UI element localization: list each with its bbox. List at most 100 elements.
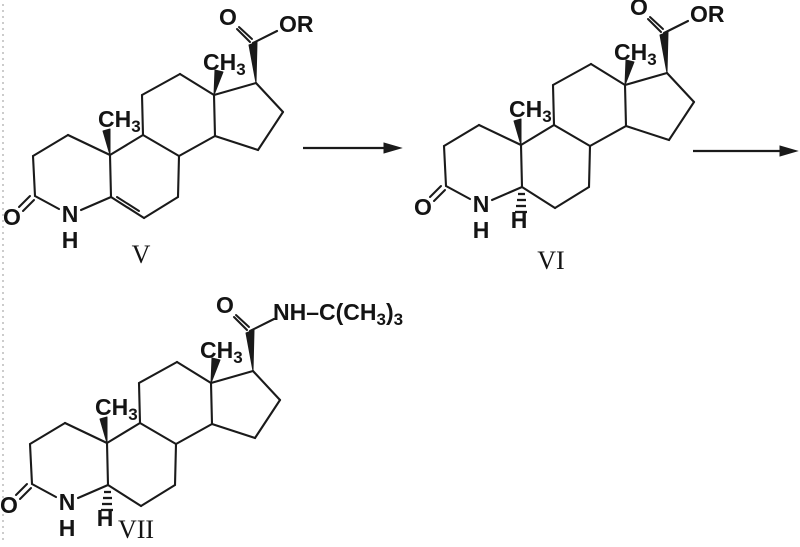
bond-line: [519, 123, 556, 147]
bond-line: [178, 72, 216, 97]
acyl-oxygen-label: O: [630, 0, 648, 20]
bond-line: [647, 18, 662, 33]
c13-methyl-label: CH3: [614, 39, 657, 69]
bond-line: [108, 133, 145, 157]
bond-line: [667, 100, 696, 142]
bond-line: [589, 62, 627, 87]
bond-line: [433, 189, 446, 202]
bond-line: [253, 398, 282, 440]
c13-methyl-label: CH3: [203, 49, 246, 79]
bond-line: [429, 185, 442, 198]
bond-line: [140, 72, 182, 97]
nh-hydrogen-label: H: [59, 515, 76, 541]
ring-nitrogen-label: N: [62, 201, 79, 227]
bond-line: [76, 483, 110, 500]
bond-line: [137, 381, 142, 425]
bond-line: [105, 441, 110, 487]
bond-line: [177, 134, 217, 158]
c10-methyl-label: CH3: [509, 96, 552, 126]
bond-line: [28, 442, 34, 486]
c10-methyl-label: CH3: [98, 106, 141, 136]
c13-methyl-label: CH3: [200, 337, 243, 367]
bond-line: [116, 196, 140, 212]
bond-line: [209, 381, 214, 426]
arrow-head-icon: [779, 145, 799, 157]
acyl-oxygen-label: O: [219, 4, 237, 30]
nh-hydrogen-label: H: [473, 217, 490, 243]
bond-line: [649, 16, 664, 30]
lactam-oxygen-label: O: [414, 194, 432, 220]
bond-line: [141, 133, 181, 158]
bond-line: [79, 195, 113, 212]
c10-methyl-label: CH3: [95, 394, 138, 424]
compound-V-numeral-label: V: [132, 240, 151, 269]
bond-line: [210, 422, 257, 440]
stereo-wedge-bond: [659, 31, 669, 74]
ring-nitrogen-label: N: [59, 489, 76, 515]
compound-VI-numeral-label: VI: [537, 246, 564, 275]
bond-line: [138, 421, 178, 446]
bond-line: [477, 123, 523, 147]
bond-line: [30, 482, 58, 499]
bond-line: [623, 71, 669, 87]
bond-line: [238, 26, 253, 40]
bond-line: [662, 19, 690, 35]
bond-line: [665, 71, 696, 104]
bond-line: [105, 421, 142, 445]
stereo-wedge-bond: [213, 69, 224, 96]
compound-VII-numeral-label: VII: [118, 515, 154, 544]
bond-line: [254, 81, 285, 114]
stereo-wedge-bond: [99, 416, 108, 444]
bond-line: [209, 369, 255, 385]
bond-line: [108, 153, 113, 199]
nh-hydrogen-label: H: [62, 227, 79, 253]
bond-line: [551, 83, 556, 127]
bond-line: [174, 422, 214, 446]
bond-line: [140, 93, 145, 137]
bond-line: [142, 195, 180, 220]
bond-line: [109, 195, 146, 220]
bond-line: [66, 133, 112, 157]
bond-line: [28, 421, 67, 446]
bond-line: [173, 442, 178, 487]
bond-line: [19, 487, 32, 500]
reaction-arrow-vi-onward: [693, 145, 799, 157]
bond-line: [251, 369, 282, 402]
bond-line: [137, 360, 179, 385]
reaction-arrow-v-to-vi: [303, 142, 403, 154]
c5-alpha-hydrogen-label: H: [511, 207, 528, 233]
bond-line: [251, 29, 279, 45]
c5-alpha-hydrogen-label: H: [97, 505, 114, 531]
bond-line: [248, 317, 276, 333]
bond-line: [15, 483, 28, 496]
lactam-oxygen-label: O: [3, 204, 21, 230]
compound-V-c17-group-label: OR: [279, 11, 314, 37]
stereo-wedge-bond: [513, 118, 522, 146]
bond-line: [176, 154, 181, 199]
bond-line: [63, 421, 109, 445]
stereo-wedge-bond: [210, 357, 221, 384]
acyl-oxygen-label: O: [216, 292, 234, 318]
bond-line: [624, 124, 671, 142]
bond-line: [587, 144, 592, 189]
bond-line: [233, 316, 248, 331]
compound-VII-c17-group-label: NH–C(CH3)3: [273, 299, 403, 329]
bond-line: [106, 483, 143, 508]
bond-line: [235, 314, 250, 328]
bond-line: [442, 123, 481, 148]
stereo-wedge-bond: [248, 41, 258, 84]
bond-line: [33, 194, 61, 211]
ring-nitrogen-label: N: [473, 191, 490, 217]
bond-line: [213, 134, 260, 152]
bond-line: [31, 154, 37, 198]
bond-line: [212, 93, 217, 138]
compound-VI-c17-group-label: OR: [690, 1, 725, 27]
stereo-wedge-bond: [624, 59, 635, 86]
lactam-oxygen-label: O: [0, 492, 18, 518]
arrow-head-icon: [383, 142, 403, 154]
